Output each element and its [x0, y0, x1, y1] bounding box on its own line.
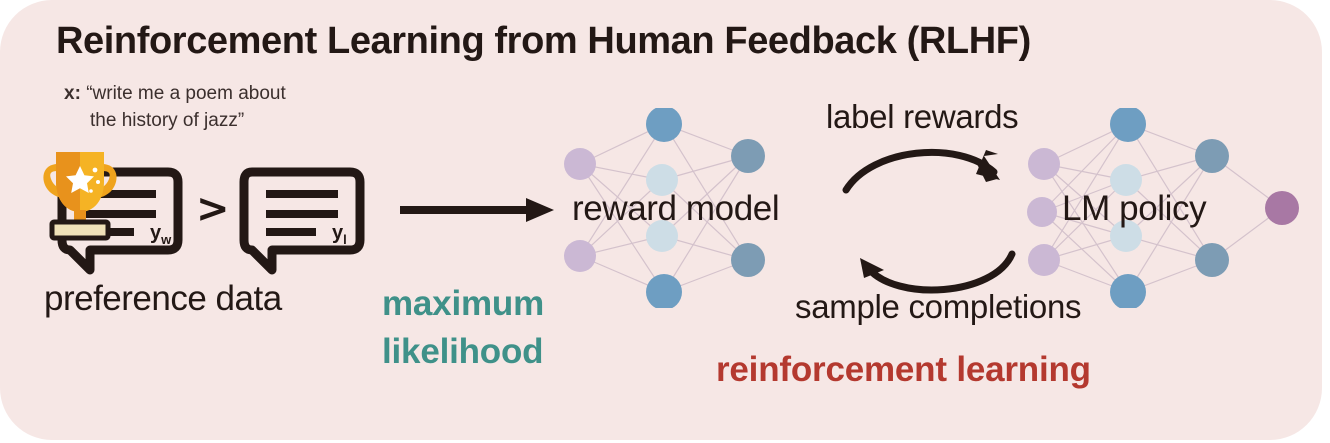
reward-model-label: reward model [572, 189, 780, 228]
preference-data-caption: preference data [44, 279, 282, 318]
objective-line-2: likelihood [382, 332, 544, 371]
prompt-text: x: “write me a poem about the history of… [64, 80, 286, 134]
node-output [1195, 139, 1229, 173]
curved-arrow-right-icon [842, 148, 1000, 194]
node-input [564, 240, 596, 272]
node-input [1028, 148, 1060, 180]
sample-completions-caption: sample completions [795, 288, 1082, 325]
comparator-symbol: > [196, 186, 230, 232]
node-hidden [646, 220, 678, 252]
node-output [731, 139, 765, 173]
prompt-line-1: “write me a poem about [86, 83, 286, 104]
loser-subscript: yl [332, 222, 347, 247]
node-hidden [1110, 164, 1142, 196]
node-input [1028, 244, 1060, 276]
prompt-label: x: [64, 83, 81, 104]
prompt-line-2: the history of jazz” [90, 110, 245, 131]
winner-subscript: yw [150, 222, 172, 247]
node-hidden [646, 164, 678, 196]
node-hidden [1110, 108, 1146, 142]
reward-model-network [564, 108, 765, 308]
lm-policy-label: LM policy [1062, 189, 1207, 228]
trophy-icon [43, 152, 117, 241]
right-arrow-icon [400, 198, 554, 222]
method-caption: reinforcement learning [716, 350, 1091, 389]
node-input [564, 148, 596, 180]
curved-arrow-left-icon [860, 250, 1016, 294]
preference-bubble-loser [239, 167, 365, 275]
node-output [1195, 243, 1229, 277]
lm-policy-network [1027, 108, 1299, 308]
node-hidden [1110, 274, 1146, 308]
node-hidden [646, 108, 682, 142]
objective-line-1: maximum [382, 284, 544, 323]
node-hidden [1110, 220, 1142, 252]
label-rewards-caption: label rewards [826, 98, 1019, 135]
node-output [731, 243, 765, 277]
node-hidden [646, 274, 682, 308]
node-final-output [1265, 191, 1299, 225]
objective-caption: maximum likelihood [382, 280, 544, 376]
page-title: Reinforcement Learning from Human Feedba… [56, 20, 1031, 62]
node-input [1027, 197, 1057, 227]
